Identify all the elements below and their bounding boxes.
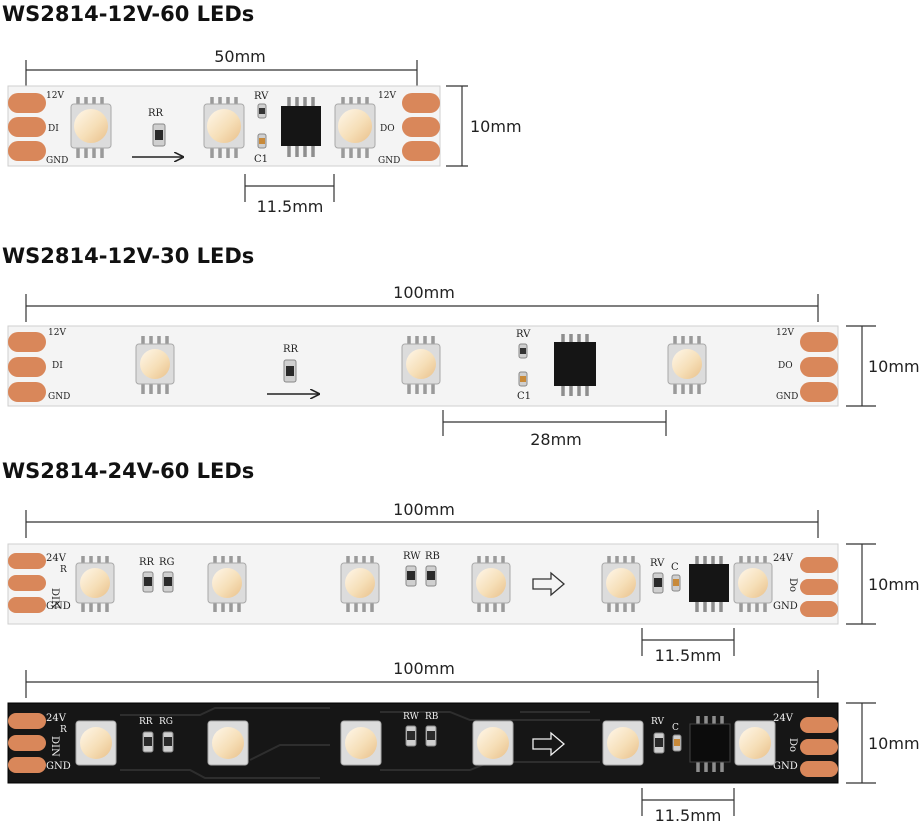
strip-24v-60-white: WS2814-24V-60 LEDs 100mm 24V DIN GND 24V… <box>2 459 920 665</box>
silk-label-rv: RV <box>516 329 531 340</box>
strip-title: WS2814-24V-60 LEDs <box>2 459 254 483</box>
silk-label-rb: RB <box>425 551 440 562</box>
width-label: 10mm <box>868 357 920 376</box>
led-chip-icon <box>203 97 245 158</box>
led-chip-icon <box>734 720 776 766</box>
copper-pad-icon <box>8 553 838 617</box>
pad-label-left: 12V <box>48 328 66 338</box>
pitch-label: 28mm <box>530 430 582 449</box>
led-chip-icon <box>471 556 511 612</box>
ic-chip-icon <box>554 334 596 396</box>
led-chip-icon <box>340 556 380 612</box>
strip-12v-60: WS2814-12V-60 LEDs 50mm 12V DI GND 12V D… <box>2 2 522 216</box>
resistor-icon <box>142 725 682 754</box>
pitch-label: 11.5mm <box>655 806 722 824</box>
silk-label-r: R <box>60 725 67 735</box>
silk-label-rr: RR <box>283 344 299 355</box>
pad-label-right: GND <box>773 601 798 612</box>
silk-label-r: R <box>60 565 67 575</box>
pad-label-right: 12V <box>776 328 794 338</box>
silk-label-c1: C1 <box>517 391 531 402</box>
length-label: 100mm <box>393 659 455 678</box>
resistor-icon <box>518 343 528 387</box>
length-label: 100mm <box>393 500 455 519</box>
silk-label-rr: RR <box>139 557 155 568</box>
led-chip-icon <box>207 720 249 766</box>
pad-label-left: DIN <box>49 736 60 757</box>
silk-label-rv: RV <box>650 558 665 569</box>
silk-label-rv: RV <box>254 91 269 102</box>
length-label: 100mm <box>393 283 455 302</box>
led-chip-icon <box>601 556 641 612</box>
pad-label-left: 24V <box>46 713 67 724</box>
copper-pad-icon <box>8 93 440 161</box>
silk-label-rw: RW <box>403 712 420 722</box>
pad-label-left: GND <box>46 156 68 166</box>
pad-label-left: DI <box>48 124 59 134</box>
silk-label-rg: RG <box>159 557 175 568</box>
silk-label-rv: RV <box>651 717 664 727</box>
pitch-label: 11.5mm <box>257 197 324 216</box>
silk-label-c: C <box>671 562 679 573</box>
ic-chip-icon <box>281 97 321 157</box>
led-chip-icon <box>340 720 382 766</box>
pad-label-left: GND <box>46 761 71 772</box>
led-chip-icon <box>70 97 112 158</box>
ic-chip-icon <box>689 556 729 612</box>
silk-label-rw: RW <box>403 551 421 562</box>
silk-label-rr: RR <box>139 717 153 727</box>
pad-label-left: DI <box>52 361 63 371</box>
arrow-right-icon <box>532 571 566 597</box>
ic-chip-icon <box>689 716 731 772</box>
width-label: 10mm <box>868 575 920 594</box>
width-label: 10mm <box>470 117 522 136</box>
strip-title: WS2814-12V-60 LEDs <box>2 2 254 26</box>
silk-label-rg: RG <box>159 717 173 727</box>
width-label: 10mm <box>868 734 920 753</box>
silk-label-rb: RB <box>425 712 439 722</box>
strip-12v-30: WS2814-12V-30 LEDs 100mm 12V DI GND 12V … <box>2 244 920 449</box>
pad-label-left: 24V <box>46 553 67 564</box>
pitch-label: 11.5mm <box>655 646 722 665</box>
copper-pad-icon <box>8 332 838 402</box>
led-chip-icon <box>733 556 773 612</box>
resistor-icon <box>257 103 267 149</box>
led-chip-icon <box>135 336 175 394</box>
length-label: 50mm <box>214 47 266 66</box>
arrow-right-icon <box>532 731 566 757</box>
pad-label-right: 24V <box>773 553 794 564</box>
copper-pad-icon <box>8 713 838 777</box>
led-chip-icon <box>334 97 376 158</box>
pad-label-right: Do <box>787 738 798 752</box>
pad-label-left: DIN <box>49 588 60 609</box>
pad-label-right: DO <box>380 124 395 134</box>
pad-label-right: GND <box>773 761 798 772</box>
pad-label-right: Do <box>787 578 798 592</box>
pad-label-right: DO <box>778 361 793 371</box>
silk-label-rr: RR <box>148 108 164 119</box>
led-chip-icon <box>401 336 441 394</box>
silk-label-c1: C1 <box>254 154 268 165</box>
silk-label-c: C <box>672 723 679 733</box>
led-chip-icon <box>75 556 115 612</box>
led-chip-icon <box>207 556 247 612</box>
led-chip-icon <box>602 720 644 766</box>
pad-label-right: 24V <box>773 713 794 724</box>
led-chip-icon <box>75 720 117 766</box>
strip-title: WS2814-12V-30 LEDs <box>2 244 254 268</box>
pad-label-left: GND <box>48 392 70 402</box>
pad-label-left: GND <box>46 601 71 612</box>
led-chip-icon <box>667 336 707 394</box>
resistor-icon <box>152 123 166 147</box>
pad-label-right: GND <box>378 156 400 166</box>
pad-label-right: GND <box>776 392 798 402</box>
resistor-icon <box>142 565 681 594</box>
strip-24v-60-black: 100mm 24V DIN GND 24V Do GND R <box>7 659 920 824</box>
pad-label-left: 12V <box>46 91 64 101</box>
resistor-icon <box>283 359 297 383</box>
pad-label-right: 12V <box>378 91 396 101</box>
led-chip-icon <box>472 720 514 766</box>
